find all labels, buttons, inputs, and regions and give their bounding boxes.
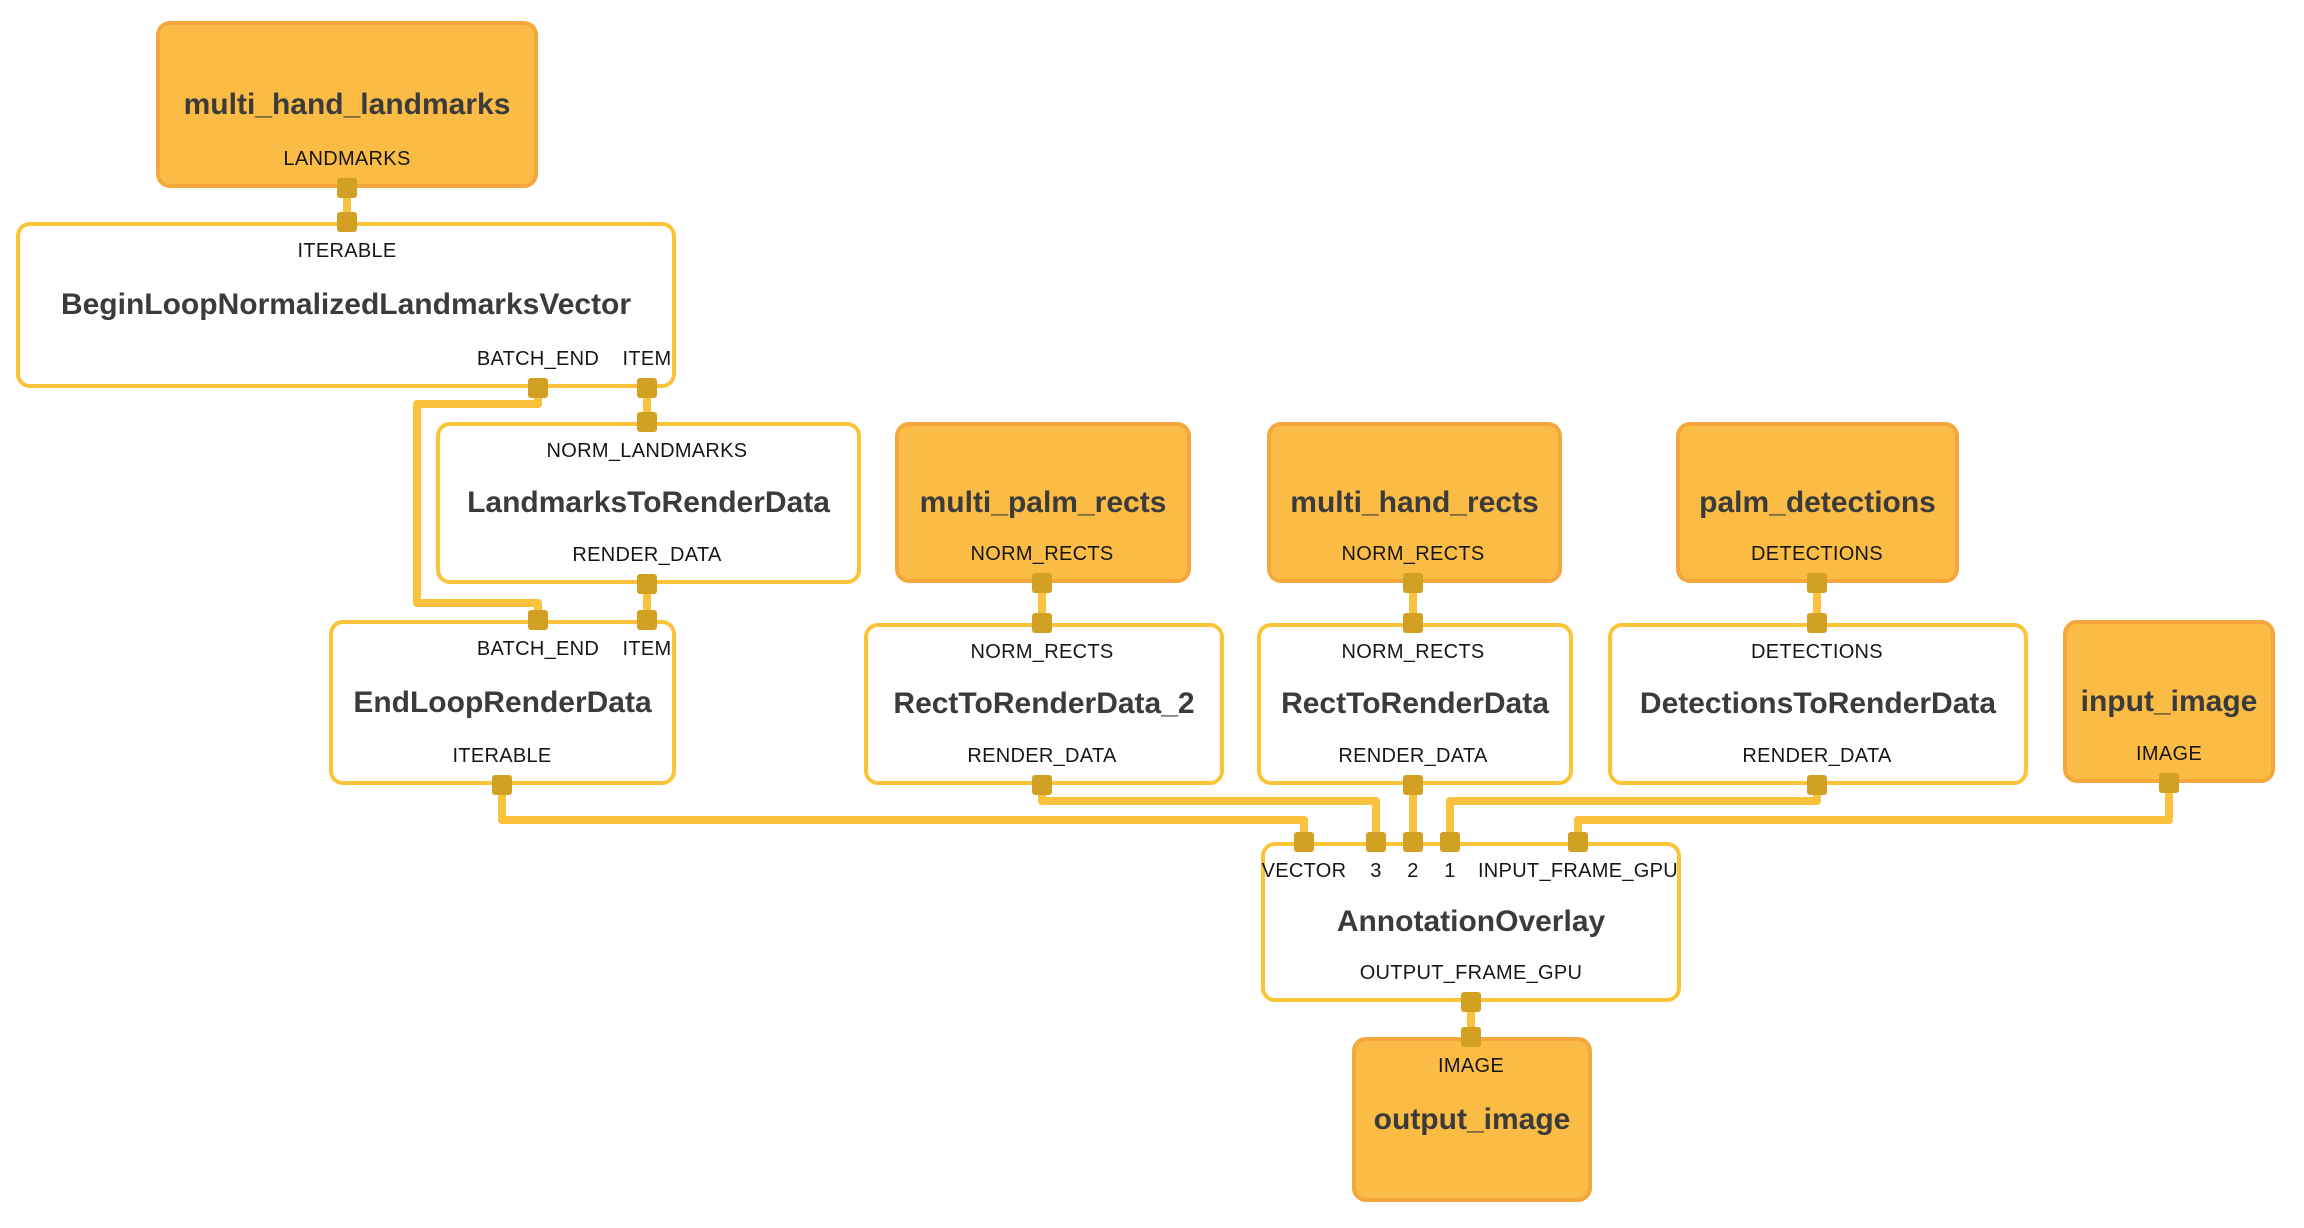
port-detections_to_render_data-DETECTIONS	[1807, 613, 1827, 633]
node-title: multi_hand_rects	[1290, 485, 1539, 519]
output-label-IMAGE: IMAGE	[2136, 743, 2202, 765]
node-end_loop[interactable]: EndLoopRenderData BATCH_END ITEM ITERABLE	[329, 620, 676, 785]
port-annotation_overlay-1	[1440, 832, 1460, 852]
output-label-ITERABLE: ITERABLE	[452, 745, 552, 767]
input-label-2: 2	[1407, 860, 1419, 882]
node-title: LandmarksToRenderData	[467, 486, 830, 519]
input-label-INPUT_FRAME_GPU: INPUT_FRAME_GPU	[1477, 860, 1679, 882]
input-label-3: 3	[1370, 860, 1382, 882]
node-title: AnnotationOverlay	[1336, 905, 1606, 938]
edge-end_loop-to-annotation_overlay[interactable]	[498, 785, 1308, 842]
output-label-ITEM: ITEM	[622, 348, 672, 370]
port-landmarks_to_render_data-RENDER_DATA	[637, 574, 657, 594]
output-label-RENDER_DATA: RENDER_DATA	[1338, 745, 1488, 767]
output-label-BATCH_END: BATCH_END	[476, 348, 600, 370]
port-end_loop-BATCH_END	[528, 610, 548, 630]
node-title: EndLoopRenderData	[353, 685, 652, 719]
node-landmarks_to_render_data[interactable]: LandmarksToRenderData NORM_LANDMARKS RENDE…	[436, 422, 861, 584]
input-label-BATCH_END: BATCH_END	[476, 638, 600, 660]
port-detections_to_render_data-RENDER_DATA	[1807, 775, 1827, 795]
input-label-ITEM: ITEM	[622, 638, 672, 660]
node-begin_loop[interactable]: BeginLoopNormalizedLandmarksVector ITERAB…	[16, 222, 676, 388]
port-multi_hand_landmarks-LANDMARKS	[337, 178, 357, 198]
node-title: palm_detections	[1699, 485, 1936, 519]
node-title: BeginLoopNormalizedLandmarksVector	[60, 288, 632, 321]
port-palm_detections-DETECTIONS	[1807, 573, 1827, 593]
port-annotation_overlay-VECTOR	[1294, 832, 1314, 852]
output-label-RENDER_DATA: RENDER_DATA	[572, 544, 722, 566]
edge-input_image-to-annotation_overlay[interactable]	[1574, 783, 2173, 842]
port-annotation_overlay-OUTPUT_FRAME_GPU	[1461, 992, 1481, 1012]
input-label-IMAGE: IMAGE	[1438, 1055, 1504, 1077]
node-title: multi_palm_rects	[919, 485, 1167, 519]
node-title: RectToRenderData	[1281, 687, 1549, 720]
port-output_image-IMAGE	[1461, 1027, 1481, 1047]
port-annotation_overlay-2	[1403, 832, 1423, 852]
port-end_loop-ITEM	[637, 610, 657, 630]
port-rect_to_render_data_2-NORM_RECTS	[1032, 613, 1052, 633]
output-label-NORM_RECTS: NORM_RECTS	[970, 543, 1114, 565]
node-title: output_image	[1373, 1102, 1571, 1136]
port-rect_to_render_data-RENDER_DATA	[1403, 775, 1423, 795]
node-rect_to_render_data[interactable]: RectToRenderData NORM_RECTS RENDER_DATA	[1257, 623, 1573, 785]
input-label-VECTOR: VECTOR	[1261, 860, 1347, 882]
input-label-ITERABLE: ITERABLE	[297, 240, 397, 262]
input-label-NORM_RECTS: NORM_RECTS	[1341, 641, 1485, 663]
port-end_loop-ITERABLE	[492, 775, 512, 795]
output-label-RENDER_DATA: RENDER_DATA	[967, 745, 1117, 767]
output-label-NORM_RECTS: NORM_RECTS	[1341, 543, 1485, 565]
node-title: input_image	[2080, 684, 2258, 718]
output-label-RENDER_DATA: RENDER_DATA	[1742, 745, 1892, 767]
port-multi_hand_rects-NORM_RECTS	[1403, 573, 1423, 593]
input-label-NORM_LANDMARKS: NORM_LANDMARKS	[546, 440, 748, 462]
port-rect_to_render_data_2-RENDER_DATA	[1032, 775, 1052, 795]
output-label-DETECTIONS: DETECTIONS	[1751, 543, 1883, 565]
port-begin_loop-BATCH_END	[528, 378, 548, 398]
port-begin_loop-ITEM	[637, 378, 657, 398]
node-title: multi_hand_landmarks	[183, 87, 511, 121]
port-annotation_overlay-3	[1366, 832, 1386, 852]
input-label-DETECTIONS: DETECTIONS	[1751, 641, 1883, 663]
port-begin_loop-ITERABLE	[337, 212, 357, 232]
port-multi_palm_rects-NORM_RECTS	[1032, 573, 1052, 593]
input-label-NORM_RECTS: NORM_RECTS	[970, 641, 1114, 663]
port-input_image-IMAGE	[2159, 773, 2179, 793]
node-title: RectToRenderData_2	[893, 687, 1195, 720]
node-title: DetectionsToRenderData	[1639, 687, 1997, 720]
port-annotation_overlay-INPUT_FRAME_GPU	[1568, 832, 1588, 852]
input-label-1: 1	[1444, 860, 1456, 882]
port-landmarks_to_render_data-NORM_LANDMARKS	[637, 412, 657, 432]
edge-begin_loop-to-end_loop[interactable]	[413, 388, 542, 620]
port-rect_to_render_data-NORM_RECTS	[1403, 613, 1423, 633]
output-label-OUTPUT_FRAME_GPU: OUTPUT_FRAME_GPU	[1359, 962, 1583, 984]
output-label-LANDMARKS: LANDMARKS	[283, 148, 411, 170]
